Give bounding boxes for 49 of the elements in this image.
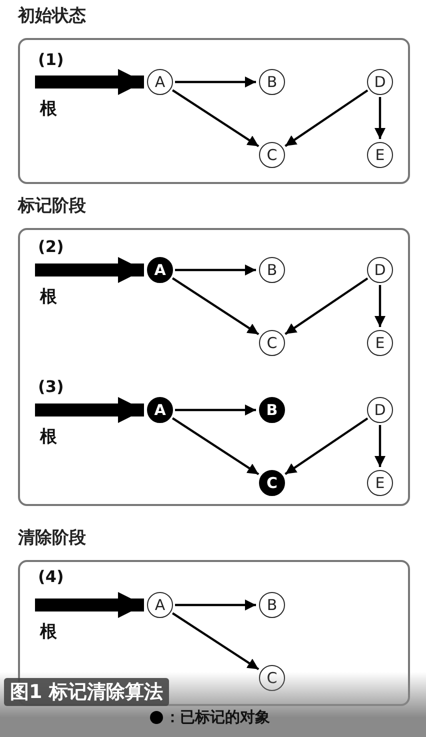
- object-circle: B: [259, 257, 285, 283]
- edge-label: 根: [40, 621, 57, 643]
- object-circle: D: [367, 397, 393, 423]
- reference-arrow: [374, 97, 386, 139]
- marked-object-circle: A: [147, 397, 173, 423]
- object-circle: D: [367, 257, 393, 283]
- marked-object-circle: A: [147, 257, 173, 283]
- root-arrow: [35, 257, 144, 283]
- root-arrow: [35, 592, 144, 618]
- reference-arrow: [374, 285, 386, 327]
- legend-text: ：已标记的对象: [165, 708, 270, 727]
- object-circle: A: [147, 592, 173, 618]
- object-circle: E: [367, 330, 393, 356]
- reference-arrow: [175, 404, 256, 416]
- object-circle: E: [367, 470, 393, 496]
- reference-arrow: [284, 417, 368, 475]
- reference-arrow: [172, 277, 260, 336]
- reference-arrow: [374, 425, 386, 467]
- reference-arrow: [172, 417, 260, 476]
- object-circle: C: [259, 330, 285, 356]
- reference-arrow: [284, 89, 368, 147]
- reference-arrow: [284, 277, 368, 335]
- object-circle: E: [367, 142, 393, 168]
- stage-heading: 标记阶段: [18, 195, 86, 217]
- edge-label: 根: [40, 98, 57, 120]
- step-number: (1): [38, 50, 64, 69]
- object-circle: A: [147, 69, 173, 95]
- edge-label: 根: [40, 286, 57, 308]
- step-number: (2): [38, 237, 64, 256]
- stage-heading: 初始状态: [18, 5, 86, 27]
- figure-caption: 图1 标记清除算法: [4, 678, 169, 706]
- object-circle: D: [367, 69, 393, 95]
- root-arrow: [35, 397, 144, 423]
- object-circle: C: [259, 665, 285, 691]
- edge-label: 根: [40, 426, 57, 448]
- object-circle: B: [259, 592, 285, 618]
- object-circle: B: [259, 69, 285, 95]
- reference-arrow: [175, 76, 256, 88]
- marked-object-circle: B: [259, 397, 285, 423]
- reference-arrow: [172, 612, 260, 670]
- step-number: (3): [38, 377, 64, 396]
- reference-arrow: [172, 89, 260, 148]
- reference-arrow: [175, 600, 256, 610]
- object-circle: C: [259, 142, 285, 168]
- step-number: (4): [38, 567, 64, 586]
- reference-arrow: [175, 264, 256, 276]
- stage-heading: 清除阶段: [18, 527, 86, 549]
- marked-object-circle: C: [259, 470, 285, 496]
- root-arrow: [35, 69, 144, 95]
